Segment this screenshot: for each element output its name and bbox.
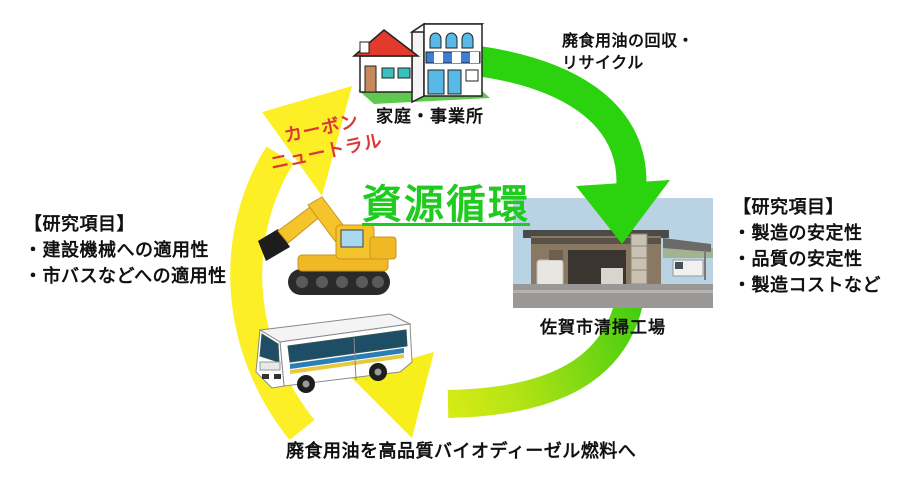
collection-note-line1: 廃食用油の回収・: [562, 33, 695, 50]
research-right-item: ・品質の安定性: [733, 249, 863, 269]
factory-label: 佐賀市清掃工場: [540, 318, 666, 337]
city-bus-icon: [242, 300, 422, 398]
research-left-heading: 【研究項目】: [24, 214, 135, 234]
research-right-item: ・製造コストなど: [733, 275, 881, 295]
household-business-label: 家庭・事業所: [376, 107, 484, 126]
house-shop-icon: [348, 12, 494, 104]
research-items-left-panel: 【研究項目】 ・建設機械への適用性 ・市バスなどへの適用性: [24, 211, 227, 289]
collection-note-line2: リサイクル: [562, 55, 644, 72]
factory-photo: [513, 198, 713, 308]
research-left-item: ・市バスなどへの適用性: [24, 266, 227, 286]
collection-recycle-note: 廃食用油の回収・ リサイクル: [562, 31, 694, 75]
research-right-heading: 【研究項目】: [733, 197, 844, 217]
resource-cycle-title: 資源循環: [362, 183, 530, 227]
research-left-item: ・建設機械への適用性: [24, 240, 209, 260]
biodiesel-caption: 廃食用油を高品質バイオディーゼル燃料へ: [286, 441, 637, 461]
research-items-right-panel: 【研究項目】 ・製造の安定性 ・品質の安定性 ・製造コストなど: [733, 194, 881, 298]
factory-photo-image: [513, 198, 713, 308]
research-right-item: ・製造の安定性: [733, 223, 863, 243]
